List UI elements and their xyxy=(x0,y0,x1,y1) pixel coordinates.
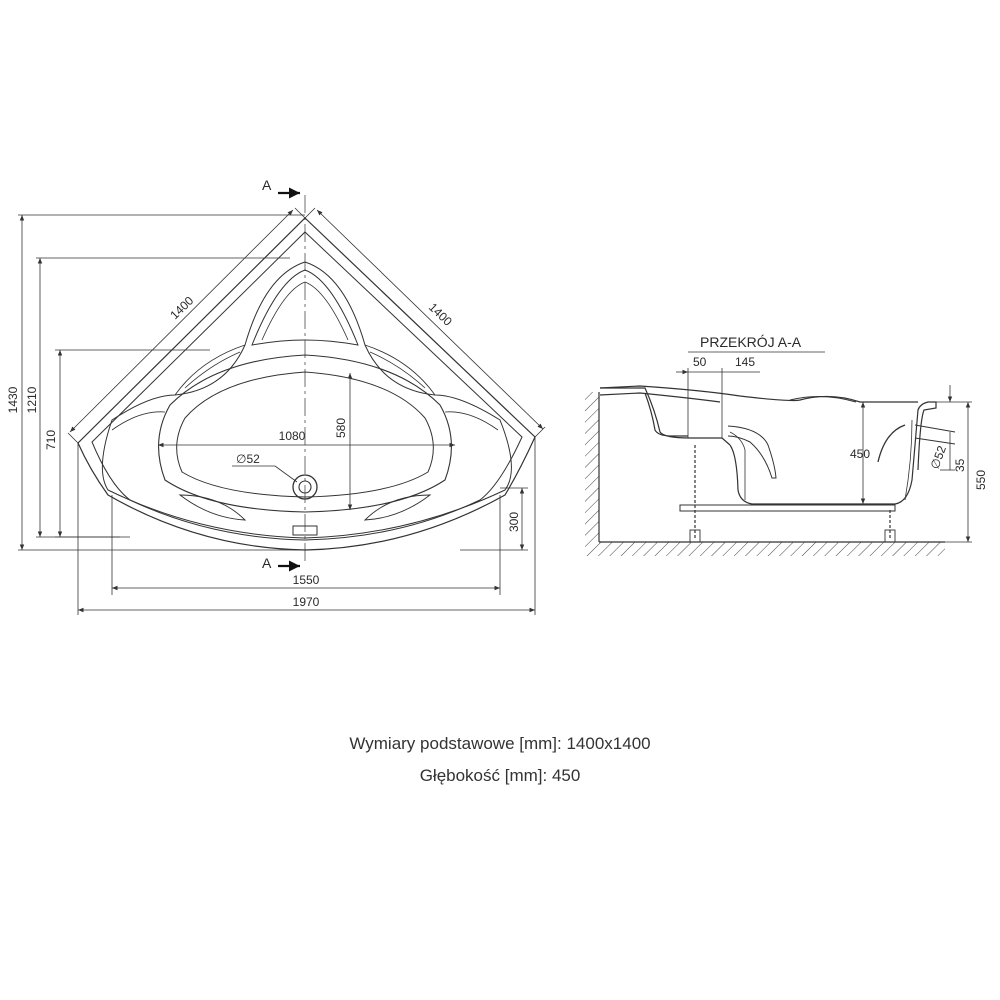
section-rim-left xyxy=(600,387,731,446)
dim-front-offset: 300 xyxy=(507,512,521,532)
section-inner-right xyxy=(904,419,913,501)
dim-base-width: 1550 xyxy=(293,573,320,587)
plan-labels: A A 1400 1400 1430 1210 710 1080 580 ∅52… xyxy=(6,177,521,609)
basin-outer xyxy=(158,354,452,513)
dim-side-left: 1400 xyxy=(167,293,196,322)
section-pillow xyxy=(789,395,857,403)
dim-rim-145: 145 xyxy=(735,355,755,369)
dim-overflow-height: 35 xyxy=(953,458,967,472)
dim-overflow: ∅52 xyxy=(928,444,949,471)
section-mark-top: A xyxy=(262,177,272,193)
section-inner-wall xyxy=(729,431,746,500)
section-top-line-2 xyxy=(599,392,721,403)
dim-total-height: 550 xyxy=(974,470,988,490)
spec-dimensions: Wymiary podstawowe [mm]: 1400x1400 xyxy=(349,734,651,753)
section-body-outline xyxy=(729,401,937,505)
floor-hatch xyxy=(585,542,945,556)
overflow-curve xyxy=(877,424,906,463)
overflow-pipe xyxy=(914,424,956,445)
dim-rim-50: 50 xyxy=(693,355,707,369)
dim-overall-height: 1430 xyxy=(6,386,20,413)
section-mark-bottom: A xyxy=(262,555,272,571)
dim-side-right: 1400 xyxy=(426,300,455,329)
dim-height-inner: 710 xyxy=(44,430,58,450)
wall-hatch xyxy=(585,392,599,542)
dim-height-mid: 1210 xyxy=(25,386,39,413)
bath-rim-outline xyxy=(91,231,523,541)
dim-inner-length: 580 xyxy=(334,418,348,438)
armrest-left-2 xyxy=(184,351,241,389)
dim-overall-width: 1970 xyxy=(293,595,320,609)
spec-depth: Głębokość [mm]: 450 xyxy=(419,766,581,785)
section-title: PRZEKRÓJ A-A xyxy=(700,334,802,350)
section-seat xyxy=(644,392,688,437)
armrest-right-2 xyxy=(369,351,426,389)
basin-inner xyxy=(176,371,434,498)
plan-dimension-lines xyxy=(18,195,546,615)
seat-front-left xyxy=(178,494,247,521)
dim-inner-width: 1080 xyxy=(279,429,306,443)
section-arrows xyxy=(278,187,300,572)
section-view: PRZEKRÓJ A-A 50 145 450 ∅52 35 550 xyxy=(585,334,988,556)
dim-drain: ∅52 xyxy=(236,452,260,466)
section-backrest xyxy=(727,425,777,479)
seat-front-right xyxy=(363,494,432,521)
section-dimension-lines xyxy=(676,368,972,543)
dim-depth: 450 xyxy=(850,447,870,461)
base-frame xyxy=(679,504,896,512)
plan-view xyxy=(77,217,536,551)
